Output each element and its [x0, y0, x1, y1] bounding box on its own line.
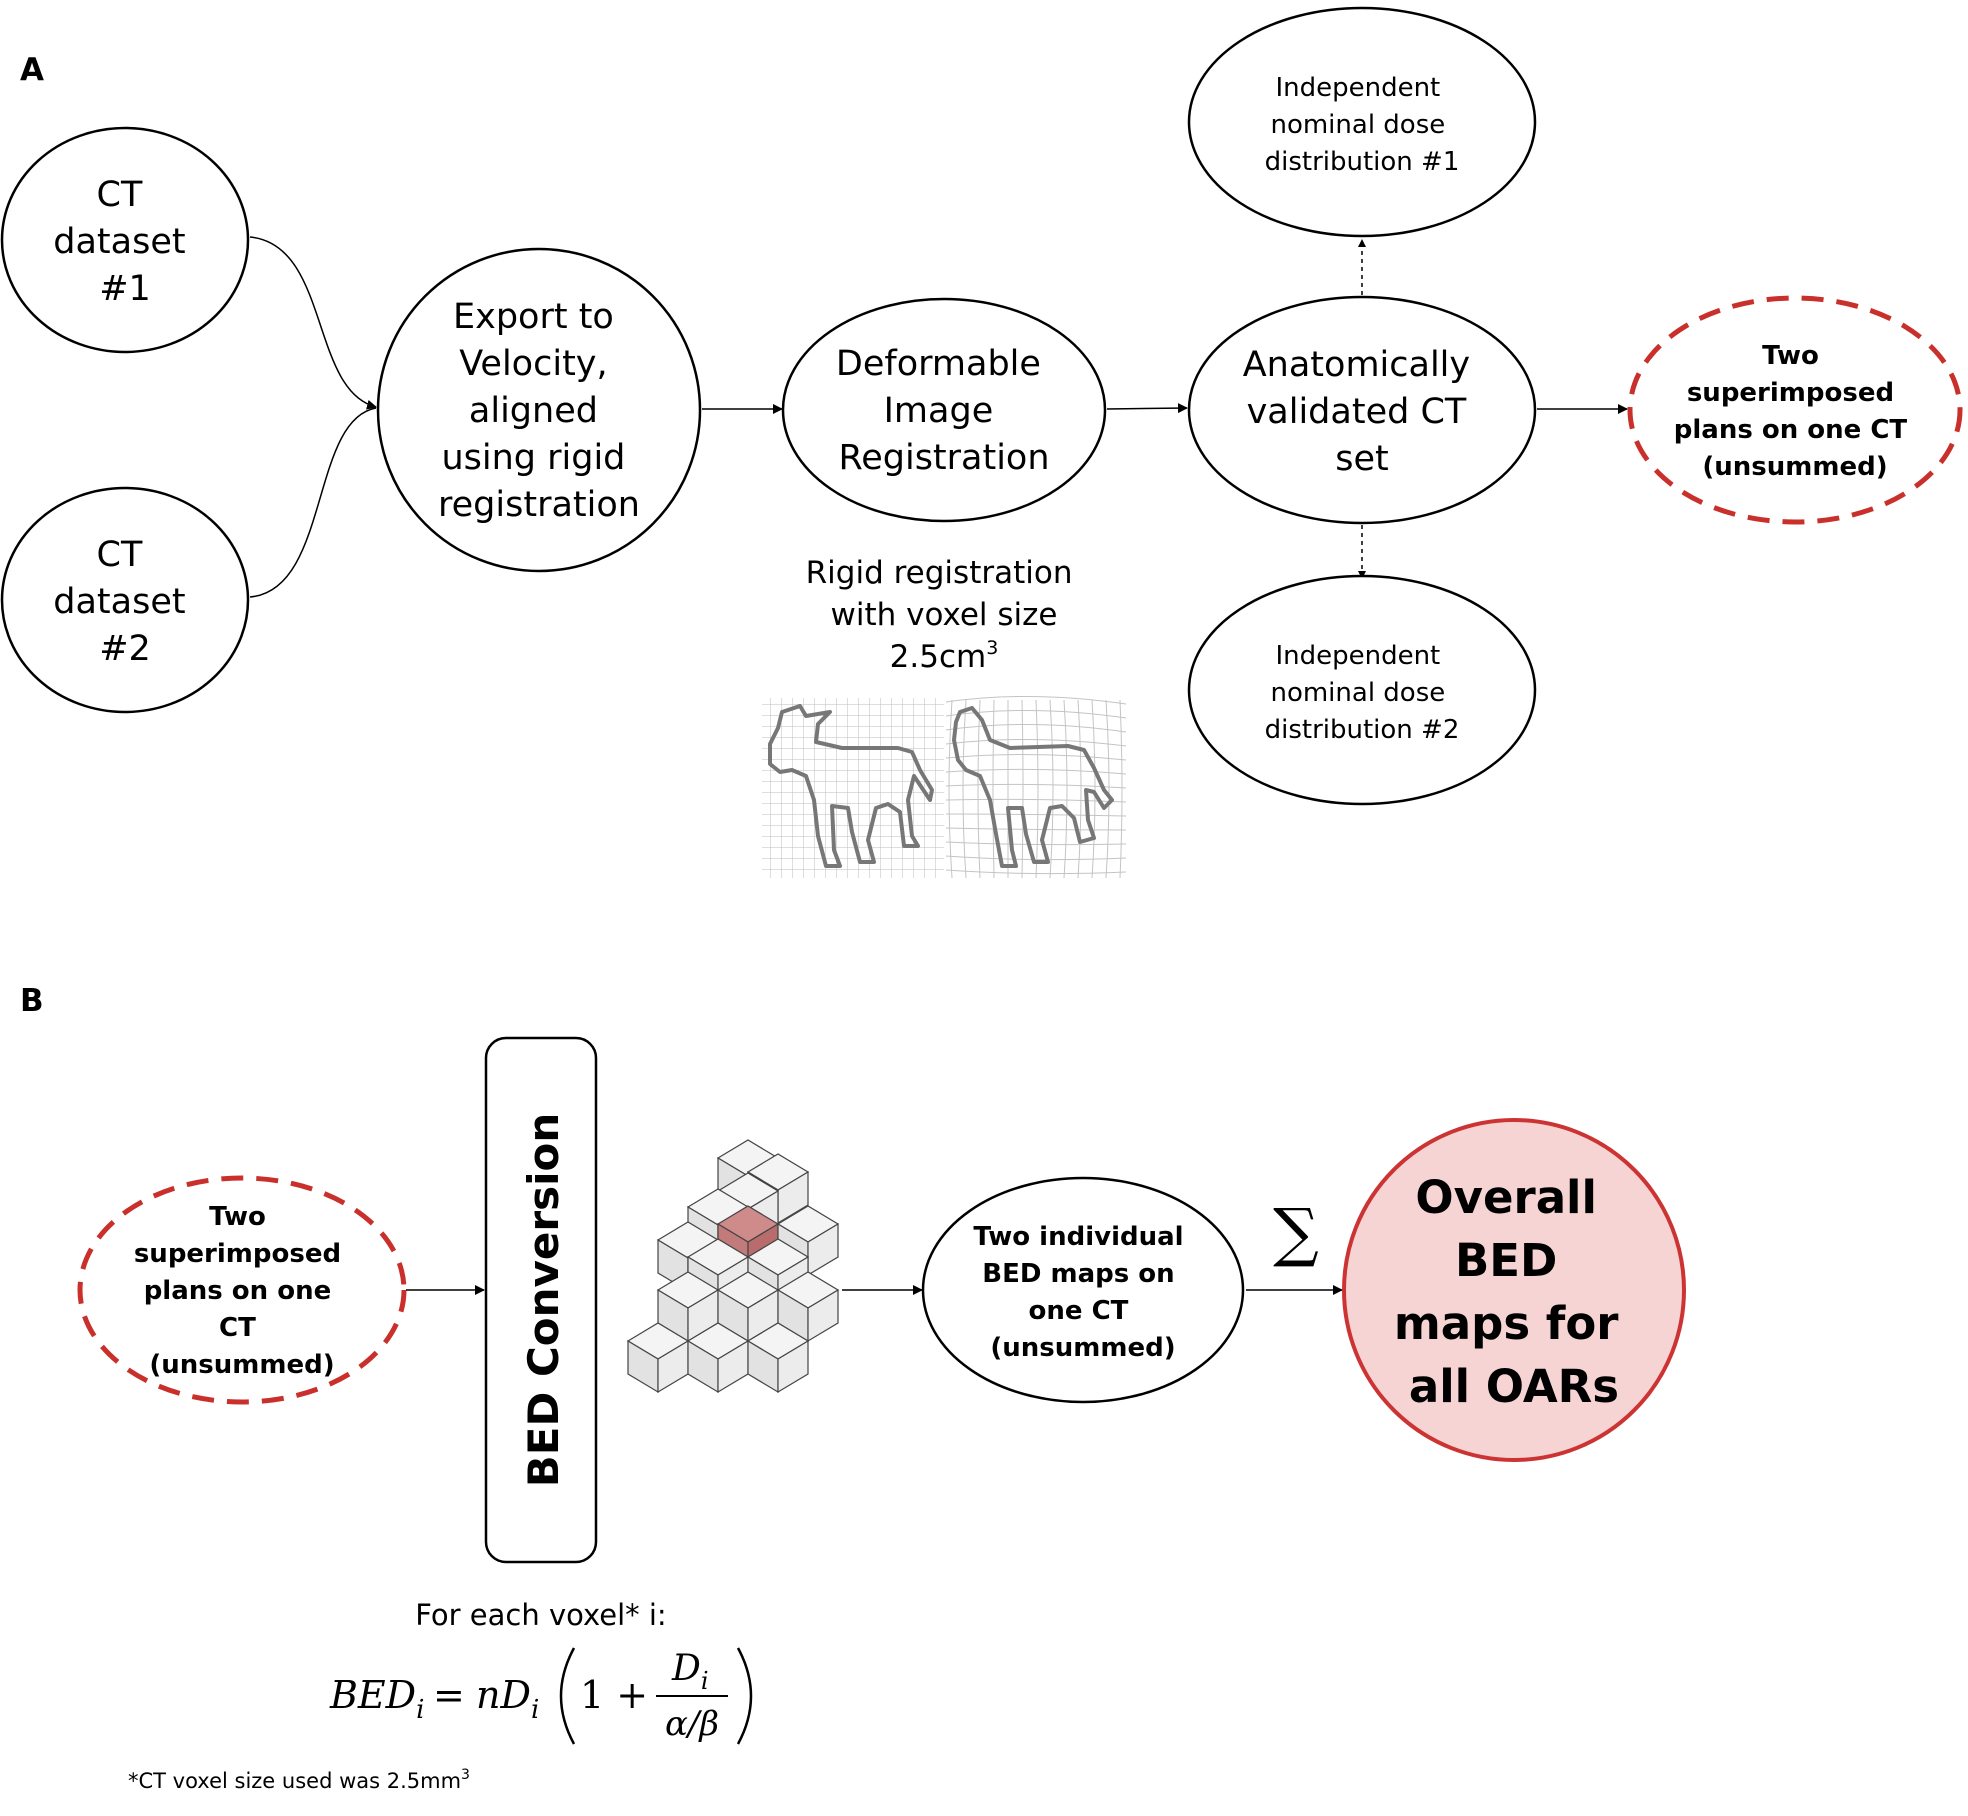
- ct-dataset-2-node: [0, 486, 250, 714]
- dir-node: [781, 297, 1107, 523]
- individual-bed-maps-node: [921, 1176, 1245, 1404]
- voxel-cube-stack: [626, 1139, 840, 1394]
- formula-equals: =: [433, 1673, 465, 1717]
- connector-ct1-to-export: [249, 236, 377, 410]
- formula-one-plus: 1 +: [580, 1673, 648, 1717]
- warped-grid: [945, 695, 1127, 879]
- arrow-dir-to-validated: [1106, 403, 1188, 414]
- formula-left-paren: [559, 1647, 576, 1745]
- footnote: *CT voxel size used was 2.5mm3: [128, 1767, 470, 1793]
- validated-ct-node: [1187, 295, 1537, 525]
- dose-distribution-1-node: [1187, 6, 1537, 238]
- formula-nDi: nDi: [476, 1673, 539, 1725]
- formula-numerator: Di: [671, 1648, 709, 1695]
- bed-formula: BEDi = nDi 1 + Di α/β: [329, 1647, 753, 1745]
- animal-outline-right: [952, 706, 1114, 868]
- dir-text: Deformable Image Registration: [836, 344, 1052, 478]
- dose-distribution-2-text: Independent nominal dose distribution #2: [1265, 641, 1460, 745]
- superimposed-plans-node-a: [1627, 295, 1963, 525]
- rigid-registration-caption: Rigid registration with voxel size: [806, 555, 1083, 633]
- panel-b-label: B: [20, 983, 44, 1019]
- panel-a-label: A: [20, 52, 44, 88]
- overall-bed-maps-text: Overall BED maps for all OARs: [1394, 1171, 1634, 1413]
- rigid-grid: [762, 698, 944, 878]
- export-velocity-text: Export to Velocity, aligned using rigid …: [438, 297, 640, 525]
- dose-distribution-1-text: Independent nominal dose distribution #1: [1265, 73, 1460, 177]
- formula-right-paren: [736, 1647, 753, 1745]
- sum-symbol: ∑: [1273, 1196, 1319, 1270]
- voxel-face: [807, 1288, 839, 1343]
- export-velocity-node: [376, 247, 702, 573]
- formula-lhs: BEDi: [329, 1673, 424, 1725]
- deformation-grid-illustration: [762, 695, 1127, 879]
- ct-dataset-1-node: [0, 126, 250, 354]
- superimposed-plans-text-a: Two superimposed plans on one CT (unsumm…: [1674, 341, 1916, 482]
- bed-conversion-label: BED Conversion: [519, 1113, 568, 1488]
- dose-distribution-2-node: [1187, 574, 1537, 806]
- validated-ct-text: Anatomically validated CT set: [1243, 345, 1482, 479]
- bed-conversion-box: [484, 1036, 598, 1564]
- ct-dataset-2-text: CT dataset #2: [53, 535, 196, 669]
- superimposed-plans-node-b: [77, 1175, 407, 1405]
- individual-bed-maps-text: Two individual BED maps on one CT (unsum…: [973, 1222, 1192, 1363]
- superimposed-plans-text-b: Two superimposed plans on one CT (unsumm…: [134, 1202, 350, 1380]
- ct-dataset-1-text: CT dataset #1: [53, 175, 196, 309]
- connector-ct2-to-export: [249, 407, 377, 598]
- overall-bed-maps-node: [1342, 1118, 1686, 1462]
- animal-outline-left: [768, 704, 934, 868]
- voxel-size-label: 2.5cm3: [890, 637, 999, 675]
- formula-denominator: α/β: [665, 1704, 719, 1744]
- voxel-face: [777, 1339, 809, 1394]
- formula-intro: For each voxel* i:: [415, 1598, 666, 1632]
